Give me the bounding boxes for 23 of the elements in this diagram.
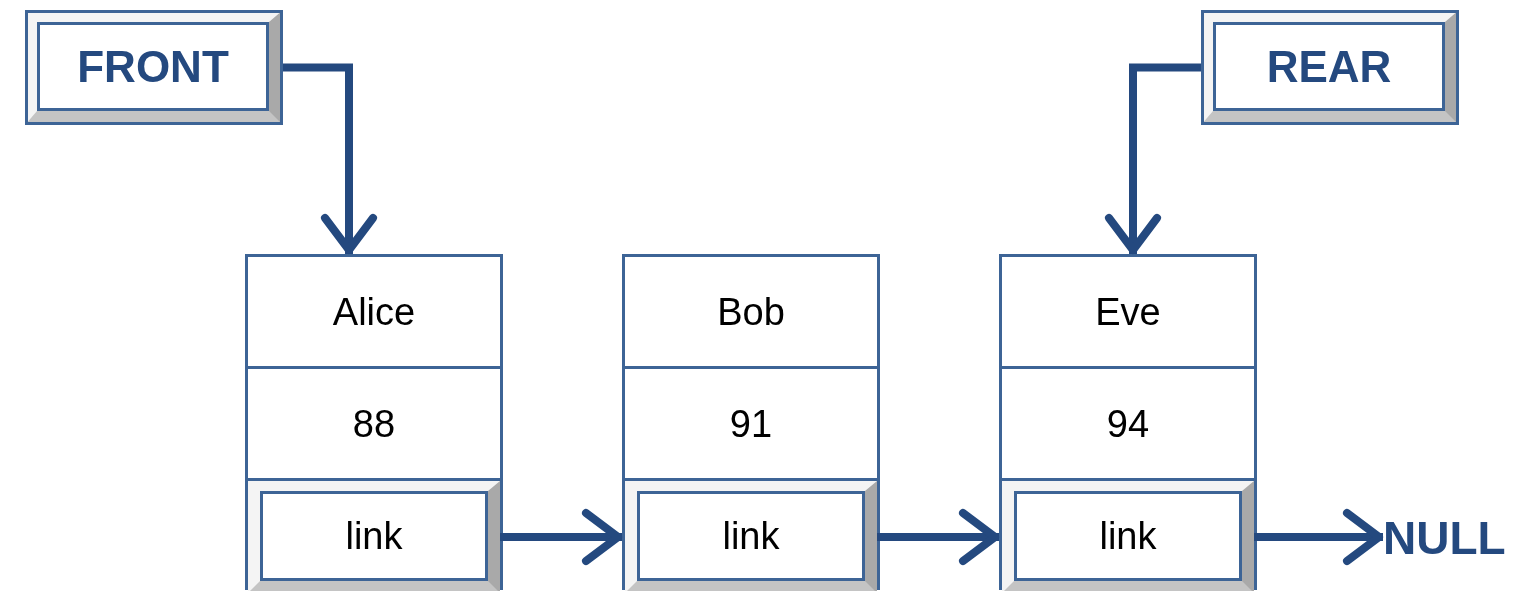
link-cell	[248, 481, 500, 591]
cell-text: 94	[1106, 404, 1150, 443]
cell-text: link	[1099, 517, 1157, 555]
record-box	[999, 254, 1257, 590]
record-box	[245, 254, 503, 590]
tag-label: REAR	[1266, 44, 1392, 89]
arrow	[1105, 63, 1201, 254]
label-box	[25, 10, 283, 125]
link-cell	[625, 481, 877, 591]
record-box	[622, 254, 880, 590]
cell-text: link	[345, 517, 403, 555]
arrow	[500, 509, 622, 565]
link-cell	[1002, 481, 1254, 591]
cell-text: link	[722, 517, 780, 555]
cell-text: Alice	[332, 292, 416, 331]
label-box	[1201, 10, 1459, 125]
cell-text: Bob	[717, 292, 785, 331]
cell-text: 88	[352, 404, 396, 443]
tag-label: FRONT	[77, 44, 229, 89]
cell-text: 91	[729, 404, 773, 443]
arrow	[877, 509, 999, 565]
null-label: NULL	[1383, 515, 1506, 561]
cell-text: Eve	[1095, 292, 1161, 331]
